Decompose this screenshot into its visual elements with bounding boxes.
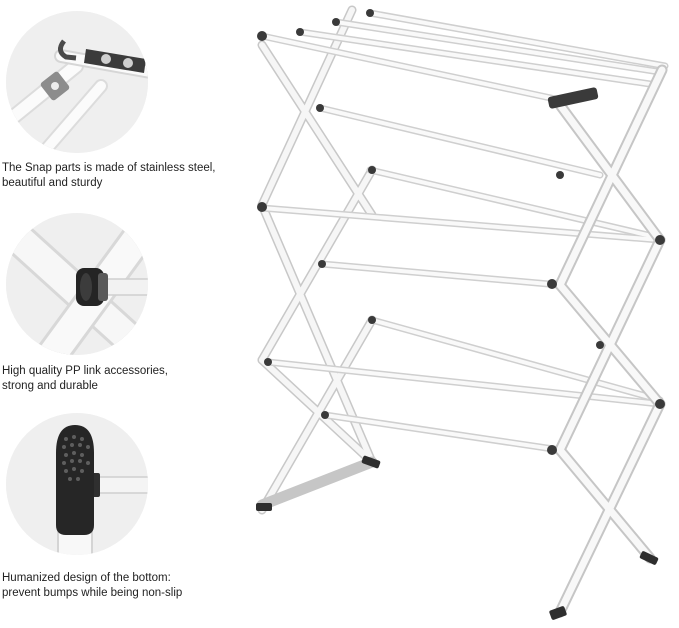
pp-link-joint-icon [6,213,148,355]
caption-line: The Snap parts is made of stainless stee… [2,162,216,174]
non-slip-foot-icon [6,413,148,555]
feature-caption: The Snap parts is made of stainless stee… [2,161,232,191]
caption-line: strong and durable [2,380,98,392]
feature-caption: High quality PP link accessories, strong… [2,364,232,394]
feature-caption: Humanized design of the bottom: prevent … [2,571,232,601]
drying-rack-image [230,0,679,628]
caption-line: Humanized design of the bottom: [2,572,171,584]
snap-hinge-icon [6,11,148,153]
caption-line: High quality PP link accessories, [2,365,168,377]
caption-line: beautiful and sturdy [2,177,103,189]
caption-line: prevent bumps while being non-slip [2,587,183,599]
